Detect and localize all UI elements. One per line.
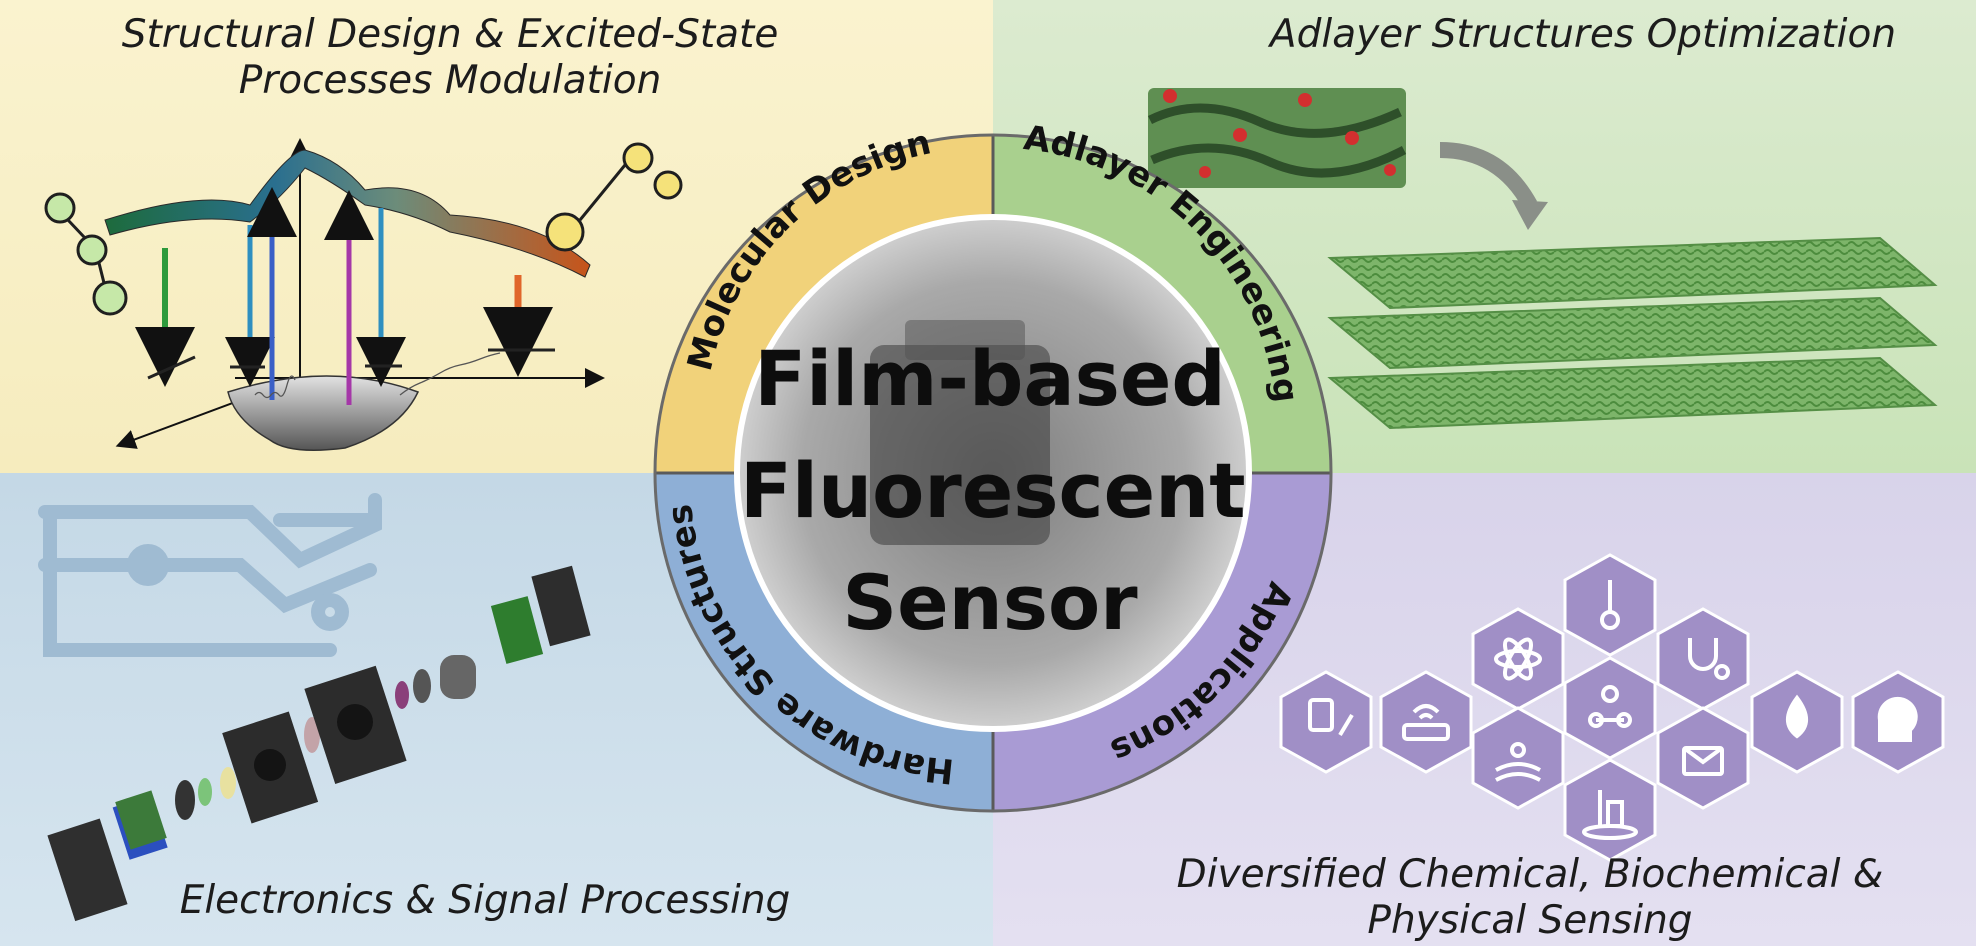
- title-electronics: Electronics & Signal Processing: [179, 878, 791, 923]
- brain-gear-icon: [1877, 696, 1918, 742]
- hub-title-line1: Film-based: [754, 334, 1226, 423]
- layered-film-illustration: [1327, 236, 1938, 430]
- thermometer-icon: [1600, 580, 1620, 630]
- hub-title-line2: Fluorescent: [740, 446, 1246, 535]
- title-diversified-sensing-line2: Physical Sensing: [1367, 898, 1693, 943]
- title-structural-design-line2: Processes Modulation: [238, 58, 662, 103]
- atom-icon: [1494, 637, 1542, 681]
- central-hub: [653, 133, 1333, 813]
- water-drop-icon: [1786, 694, 1808, 739]
- adlayer-network-illustration: [1147, 88, 1548, 230]
- hub-title-line3: Sensor: [842, 558, 1138, 647]
- energy-landscape-diagram: [44, 138, 683, 451]
- email-icon: [1682, 746, 1724, 776]
- network-icon: [1588, 685, 1632, 728]
- food-icon: [1582, 790, 1638, 840]
- stethoscope-icon: [1688, 638, 1730, 680]
- farm-icon: [1495, 742, 1541, 782]
- router-icon: [1402, 704, 1450, 741]
- title-diversified-sensing-line1: Diversified Chemical, Biochemical &: [1176, 852, 1884, 897]
- title-structural-design-line1: Structural Design & Excited-State: [121, 12, 779, 57]
- molecule-left-icon: [44, 192, 128, 316]
- molecule-right-icon: [545, 142, 683, 252]
- exploded-sensor-illustration: [47, 565, 591, 922]
- title-adlayer-optimization: Adlayer Structures Optimization: [1269, 12, 1897, 57]
- medicine-icon: [1308, 698, 1354, 737]
- circuit-trace-icon: [38, 493, 382, 657]
